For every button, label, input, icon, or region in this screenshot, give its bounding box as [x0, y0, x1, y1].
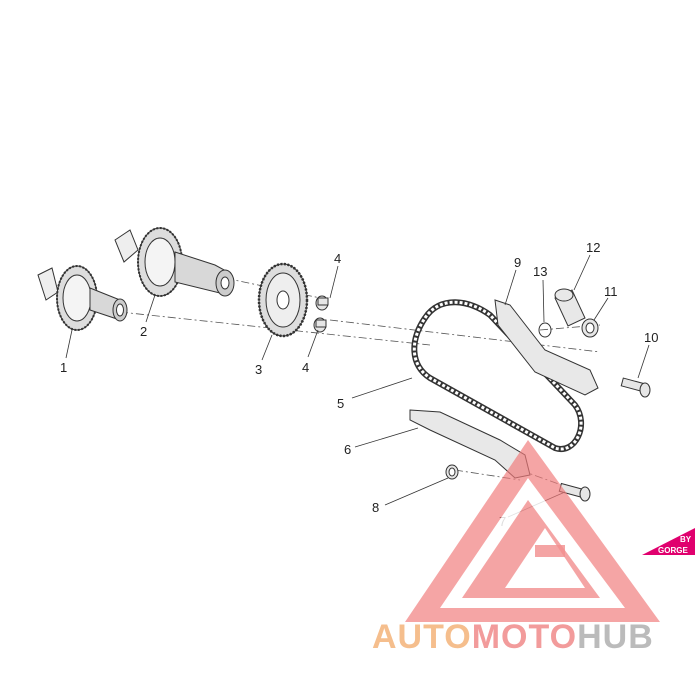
callout-labels: 1 2 3 4 4 5 6 7 8 9 10 11 12 13 — [60, 240, 658, 529]
tensioner-12 — [554, 288, 586, 327]
timing-chain-5 — [411, 299, 584, 452]
bolt-7 — [558, 482, 591, 502]
callout-2: 2 — [140, 324, 147, 339]
o-ring-13 — [538, 322, 552, 338]
callout-11: 11 — [604, 284, 618, 299]
watermark-part-moto: MOTO — [472, 618, 577, 656]
callout-1: 1 — [60, 360, 67, 375]
badge-line2: GORGE — [658, 546, 688, 555]
watermark-triangle-icon — [405, 440, 660, 622]
watermark-part-auto: AUTO — [372, 618, 472, 656]
badge-line1: BY — [680, 535, 692, 544]
callout-5: 5 — [337, 396, 344, 411]
callout-10: 10 — [644, 330, 658, 345]
callout-3: 3 — [255, 362, 262, 377]
tensioner-guide-9 — [494, 299, 599, 396]
automotohub-watermark: AUTOMOTOHUB — [372, 440, 660, 656]
sprocket-3 — [257, 262, 309, 338]
camshaft-2 — [114, 227, 235, 297]
bolt-10 — [620, 377, 651, 398]
callout-8: 8 — [372, 500, 379, 515]
gorge-badge: BY GORGE — [642, 528, 695, 555]
washer-11 — [581, 318, 599, 338]
bolts-4 — [313, 295, 329, 333]
bushing-8 — [445, 464, 459, 480]
callout-13: 13 — [533, 264, 547, 279]
callout-12: 12 — [586, 240, 600, 255]
callout-6: 6 — [344, 442, 351, 457]
watermark-part-hub: HUB — [577, 618, 654, 656]
callout-4b: 4 — [302, 360, 309, 375]
callout-9: 9 — [514, 255, 521, 270]
watermark-text: AUTOMOTOHUB — [372, 618, 654, 656]
callout-4a: 4 — [334, 251, 341, 266]
camshaft-1 — [37, 265, 128, 331]
